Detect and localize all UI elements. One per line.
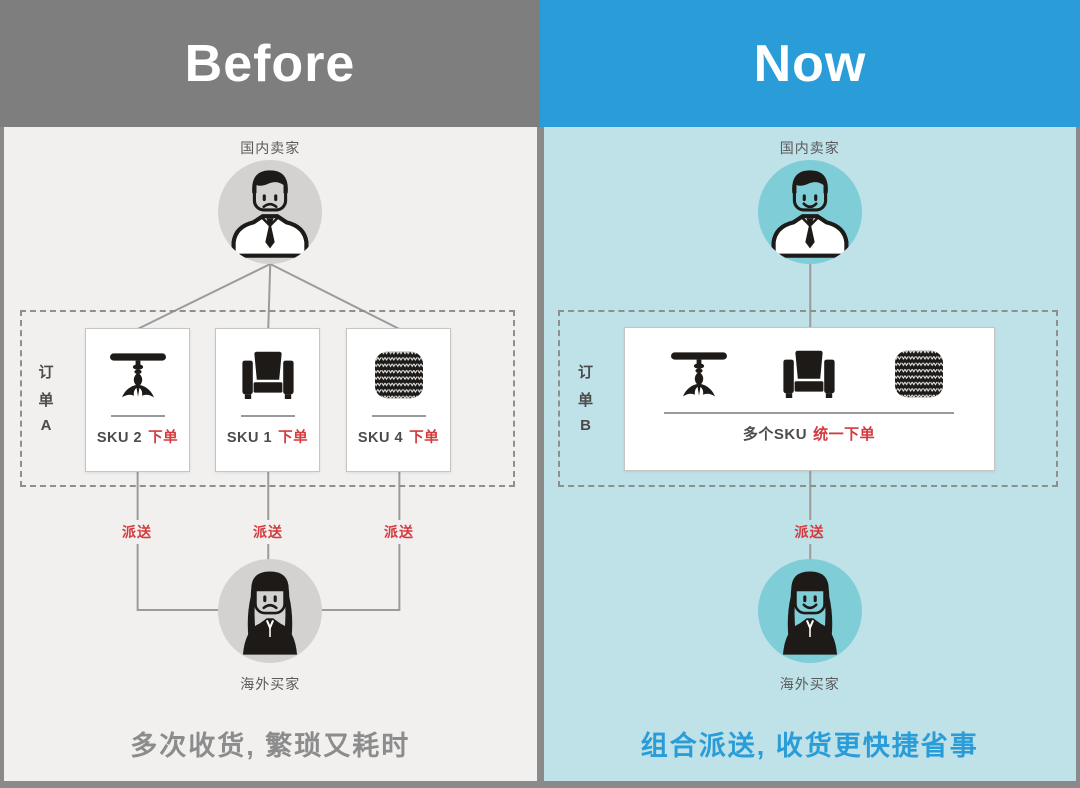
header-before: Before [0,0,540,127]
card-divider [371,415,426,417]
buyer-label: 海外买家 [240,676,301,692]
avatar-seller-before [218,160,322,264]
sku-text: SKU 4 [357,430,404,446]
card-label: SKU 1 下单 [227,426,308,447]
connector-lines-before [136,263,401,611]
order-label-char: A [40,417,52,434]
sku-text: SKU 2 [96,430,143,446]
order-label-char: 单 [577,392,593,409]
male-seller-happy-icon [771,170,848,258]
action-text: 下单 [409,430,440,446]
header-row: Before Now [0,0,1080,127]
sku-text: SKU 1 [226,430,273,446]
pouf-icon [895,350,943,398]
order-label-char: 订 [38,364,54,381]
delivery-label: 派送 [248,520,288,544]
sku-card: SKU 2 下单 [85,328,190,472]
armchair-icon [241,351,294,399]
action-text: 下单 [278,430,309,446]
avatar-buyer-before [218,559,322,663]
card-label: SKU 2 下单 [97,426,178,447]
order-a-label: 订 单 A [32,361,60,434]
female-buyer-sad-icon [242,571,298,655]
armchair-icon [783,350,835,398]
order-b-dashed-box [557,310,1058,487]
female-buyer-happy-icon [782,571,837,655]
order-a-dashed-box [20,310,515,487]
buyer-label: 海外买家 [779,676,840,692]
sku-text: 多个SKU [742,426,808,443]
order-label-char: 订 [577,364,593,381]
sku-card: SKU 4 下单 [346,328,451,472]
combined-sku-card: 多个SKU 统一下单 [623,327,995,471]
combined-icons-row [667,328,951,406]
sku-card: SKU 1 下单 [215,328,320,472]
seller-label: 国内卖家 [240,140,301,156]
order-label-char: 单 [38,392,54,409]
card-divider [664,412,954,414]
male-seller-sad-icon [231,170,309,258]
table-icon [671,352,727,397]
action-text: 下单 [148,430,179,446]
delivery-label: 派送 [789,520,830,544]
pouf-icon [374,351,423,399]
card-divider [110,415,165,417]
delivery-label: 派送 [379,520,419,544]
avatar-seller-now [757,160,862,264]
delivery-label: 派送 [117,520,157,544]
order-label-char: B [580,417,591,434]
action-text: 统一下单 [813,426,876,443]
panels-row: 国内卖家 订 单 A [0,127,1080,788]
order-b-label: 订 单 B [572,361,600,434]
card-divider [240,415,295,417]
panel-before: 国内卖家 订 单 A [4,127,537,781]
table-icon [109,353,166,398]
panel-now: 国内卖家 订 单 B [543,127,1076,781]
avatar-buyer-now [757,559,862,663]
card-label: SKU 4 下单 [358,426,439,447]
header-now: Now [540,0,1080,127]
caption-now: 组合派送, 收货更快捷省事 [640,731,979,761]
caption-before: 多次收货, 繁琐又耗时 [130,731,411,761]
seller-label: 国内卖家 [779,140,840,156]
card-label: 多个SKU 统一下单 [743,423,875,444]
